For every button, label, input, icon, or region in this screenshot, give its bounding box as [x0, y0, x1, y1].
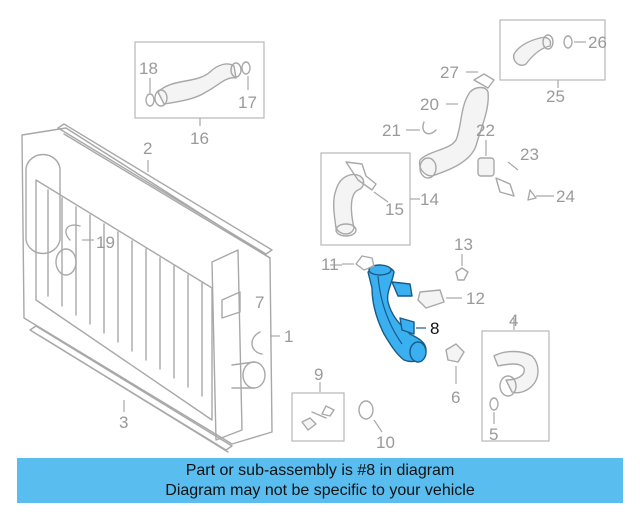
callout-13: 13 — [454, 235, 473, 254]
hose-15 — [333, 161, 377, 237]
callout-11: 11 — [321, 255, 339, 274]
callout-9: 9 — [314, 365, 323, 384]
callout-4: 4 — [509, 311, 518, 330]
callout-27: 27 — [440, 63, 459, 82]
callout-14: 14 — [420, 190, 439, 209]
banner-line-2: Diagram may not be specific to your vehi… — [165, 481, 475, 499]
callout-23: 23 — [520, 145, 539, 164]
part-8-charge-air-pipe[interactable] — [367, 264, 427, 363]
clamp-7 — [251, 331, 263, 355]
banner-line-1: Part or sub-assembly is #8 in diagram — [185, 461, 455, 479]
callout-22: 22 — [476, 121, 495, 140]
callout-20: 20 — [420, 95, 439, 114]
callout-25: 25 — [546, 87, 565, 106]
callout-10: 10 — [376, 433, 395, 452]
callout-26: 26 — [588, 33, 607, 52]
info-banner: Part or sub-assembly is #8 in diagram Di… — [17, 458, 623, 503]
intercooler-assembly — [21, 127, 273, 445]
hose-25 — [512, 34, 554, 66]
clamp-21 — [422, 121, 437, 135]
callout-1: 1 — [284, 327, 293, 346]
upper-rail — [57, 123, 273, 255]
hose-16 — [154, 62, 242, 107]
callout-15: 15 — [385, 200, 404, 219]
parts-diagram: 1 2 3 4 5 6 7 8 9 10 11 12 13 14 15 16 1… — [21, 19, 607, 453]
callout-24: 24 — [556, 187, 575, 206]
hose-4 — [493, 350, 539, 397]
callout-3: 3 — [119, 413, 128, 432]
callout-16: 16 — [190, 129, 209, 148]
callout-8: 8 — [430, 319, 439, 338]
clamp-19 — [65, 224, 81, 241]
callout-21: 21 — [382, 121, 401, 140]
callout-17: 17 — [238, 93, 257, 112]
callout-5: 5 — [489, 425, 498, 444]
callout-2: 2 — [143, 139, 152, 158]
callout-12: 12 — [466, 289, 485, 308]
callout-7: 7 — [255, 293, 264, 312]
callout-19: 19 — [96, 233, 115, 252]
callout-18: 18 — [139, 59, 158, 78]
callout-6: 6 — [451, 388, 460, 407]
hose-20 — [418, 73, 495, 179]
